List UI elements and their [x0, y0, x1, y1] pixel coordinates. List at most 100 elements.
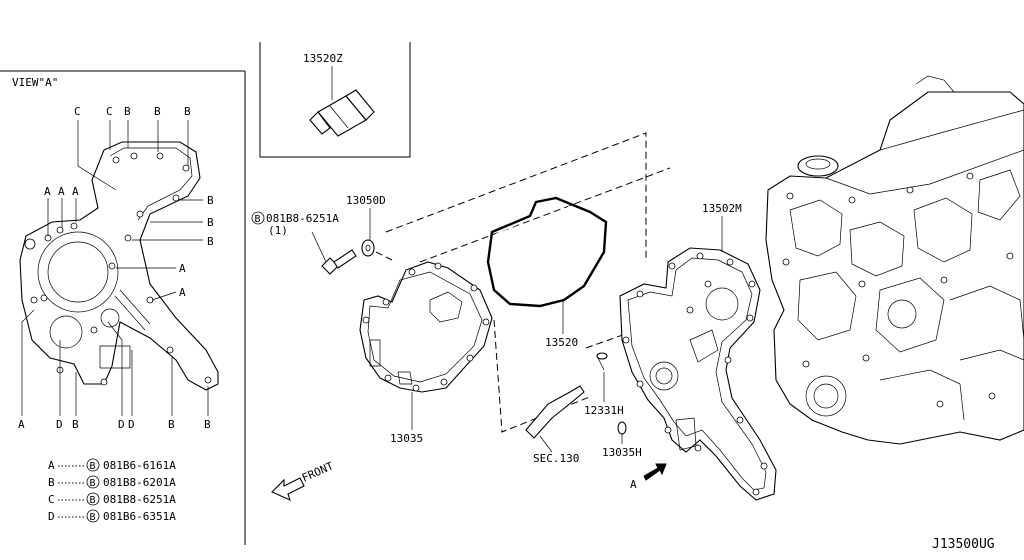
bolt-symbol-icon — [86, 509, 100, 523]
part-label-13035: 13035 — [390, 432, 423, 445]
view-rib — [114, 289, 151, 331]
gasket-inner-line — [491, 200, 603, 303]
view-bracket — [99, 345, 131, 369]
part-13520-gasket: 13520 — [486, 196, 608, 349]
engine-bolt-holes — [782, 172, 1014, 408]
view-letter-d: D — [118, 418, 125, 431]
cover-inner-rim — [367, 271, 483, 383]
view-letter-a: A — [58, 185, 65, 198]
bolt-symbol-icon — [86, 492, 100, 506]
view-letter-b: B — [124, 105, 131, 118]
front-indicator: FRONT — [271, 459, 336, 502]
part-label-bolt: 081B8-6251A — [266, 212, 339, 225]
cover-boss — [705, 287, 739, 321]
view-letter-a: A — [18, 418, 25, 431]
cover-outline — [359, 261, 493, 393]
part-13502m-cover: 13502M — [619, 202, 777, 501]
engine-head-line — [825, 149, 1024, 195]
bolt-symbol-icon — [251, 211, 265, 225]
bolt-symbol-icon — [86, 458, 100, 472]
view-letter-a: A — [179, 286, 186, 299]
view-a-arrow: A — [630, 463, 667, 491]
legend-part-number: 081B8-6251A — [103, 493, 176, 506]
view-letter-c: C — [74, 105, 81, 118]
view-letter-c: C — [106, 105, 113, 118]
legend-part-number: 081B6-6351A — [103, 510, 176, 523]
view-cover-inner-rim — [109, 147, 193, 221]
part-label-13035h: 13035H — [602, 446, 642, 459]
legend-letter: B — [48, 476, 55, 489]
cover-inner-rim — [627, 257, 767, 491]
engine-crank-bore — [805, 375, 847, 417]
bolt-symbol-icon — [86, 475, 100, 489]
sealant-box: 13520Z — [259, 42, 411, 158]
sealant-tube-icon — [309, 89, 375, 137]
part-label-13502m: 13502M — [702, 202, 742, 215]
oil-filler-cap-icon — [797, 155, 839, 177]
view-letter-b: B — [207, 194, 214, 207]
bolt-symbol-letter: B — [90, 512, 96, 523]
bolt-symbol-letter: B — [90, 478, 96, 489]
view-leader-lines — [21, 120, 209, 416]
cover-outline — [619, 247, 777, 501]
view-title: VIEW"A" — [12, 76, 58, 89]
sec130-guide: SEC.130 — [525, 385, 585, 465]
view-letter-b: B — [204, 418, 211, 431]
cover-bolt-holes — [622, 252, 768, 496]
washer-icon — [361, 239, 375, 257]
cover-seal-inner — [655, 367, 673, 385]
engine-rib — [959, 349, 1024, 361]
engine-bracket — [915, 75, 955, 93]
sealant-box-frame — [259, 42, 411, 158]
view-arrow-icon — [643, 463, 667, 481]
bolt-symbol-letter: B — [90, 495, 96, 506]
view-letter-b: B — [184, 105, 191, 118]
engine-block-illustration — [765, 75, 1024, 445]
view-arrow-label: A — [630, 478, 637, 491]
view-a-panel: VIEW"A" — [0, 70, 246, 545]
view-crank-opening — [37, 231, 119, 313]
view-cover-outline — [19, 141, 219, 391]
legend-letter: A — [48, 459, 55, 472]
bolt-symbol-letter: B — [90, 461, 96, 472]
engine-cam-line — [879, 109, 1024, 151]
leader-line — [539, 435, 553, 453]
cover-window — [429, 291, 463, 323]
view-letter-b: B — [207, 235, 214, 248]
cover-seal-bore — [649, 361, 679, 391]
bolt-symbol-letter: B — [255, 214, 261, 225]
part-label-13520z: 13520Z — [303, 52, 343, 65]
view-pump-opening — [49, 315, 83, 349]
front-arrow-icon — [271, 477, 305, 502]
engine-crank-inner — [813, 383, 839, 409]
cover-slot — [369, 339, 381, 367]
legend-letter: D — [48, 510, 55, 523]
view-letter-a: A — [179, 262, 186, 275]
view-letter-a: A — [44, 185, 51, 198]
dowel-pin-icon — [596, 352, 608, 371]
engine-boss — [875, 277, 945, 353]
engine-port — [887, 299, 917, 329]
view-letter-d: D — [128, 418, 135, 431]
view-letter-d: D — [56, 418, 63, 431]
diagram-code: J13500UG — [932, 537, 995, 552]
engine-rib — [879, 369, 965, 421]
bolt-icon — [321, 249, 357, 275]
view-letter-b: B — [207, 216, 214, 229]
legend-part-number: 081B6-6161A — [103, 459, 176, 472]
engine-boss — [977, 169, 1021, 221]
oil-seal-icon — [617, 421, 627, 435]
engine-boss — [849, 221, 905, 277]
view-crank-inner — [47, 241, 109, 303]
bolt-quantity: (1) — [268, 224, 288, 237]
cover-slot — [397, 371, 413, 385]
legend-part-number: 081B8-6201A — [103, 476, 176, 489]
front-label: FRONT — [300, 459, 336, 484]
part-13035-cover: 13035 — [359, 261, 493, 445]
legend-letter: C — [48, 493, 55, 506]
engine-boss — [789, 199, 843, 257]
part-label-sec130: SEC.130 — [533, 452, 579, 465]
leader-line — [311, 231, 327, 263]
part-label-13520: 13520 — [545, 336, 578, 349]
